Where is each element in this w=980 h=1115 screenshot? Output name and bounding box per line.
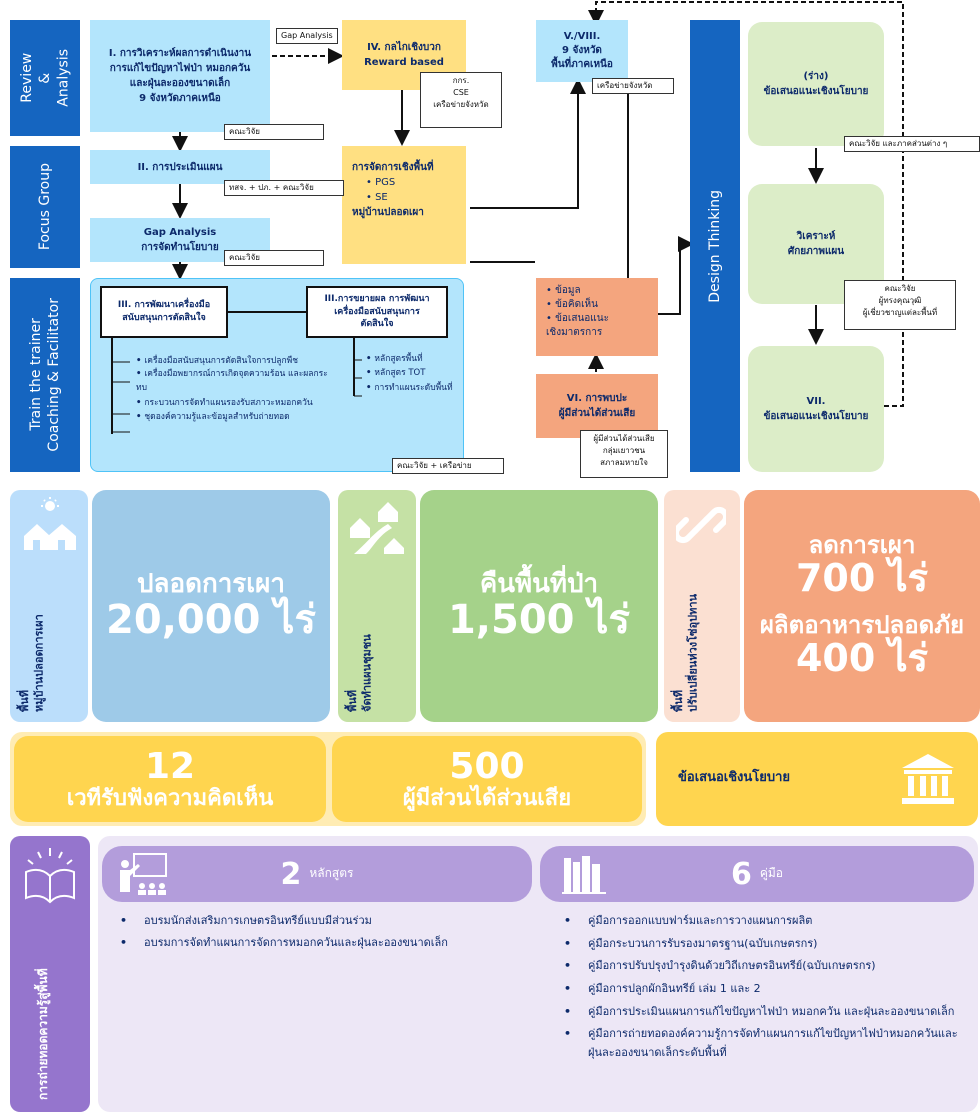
stat-label-supply-chain: พื้นที่ ปรับเปลี่ยนห่วงโซ่อุปทาน: [664, 490, 740, 722]
train-right-list: หลักสูตรพื้นที่ หลักสูตร TOT การทำแผนระด…: [366, 352, 462, 395]
phase-focus-group: Focus Group: [10, 146, 80, 268]
box-inputs: • ข้อมูล • ข้อคิดเห็น • ข้อเสนอแนะ เชิงม…: [536, 278, 658, 356]
train-left-title: III. การพัฒนาเครื่องมือ สนับสนุนการตัดสิ…: [100, 286, 228, 338]
note-research-team: คณะวิจัย: [224, 124, 324, 141]
note-research-team-2: คณะวิจัย: [224, 250, 324, 267]
knowledge-label-panel: การถ่ายทอดความรู้สู่พื้นที่: [10, 836, 90, 1112]
stat-forums-text: เวทีรับฟังความคิดเห็น: [66, 785, 274, 811]
manual-header: 6 คู่มือ: [540, 846, 974, 902]
train-right-item: หลักสูตรพื้นที่: [366, 352, 462, 366]
manual-list: คู่มือการออกแบบฟาร์มและการวางแผนการผลิต …: [556, 912, 960, 1067]
note-team-partners: คณะวิจัย และภาคส่วนต่าง ๆ: [844, 136, 980, 153]
outcomes-row: พื้นที่ หมู่บ้านปลอดการเผา ปลอดการเผา 20…: [10, 490, 980, 722]
manual-count: 6: [730, 856, 752, 892]
input-item: • ข้อเสนอแนะ เชิงมาตรการ: [546, 313, 609, 338]
box-area-management: การจัดการเชิงพื้นที่ • PGS • SE หมู่บ้าน…: [342, 146, 466, 264]
stat-no-burn-text: ปลอดการเผา: [137, 568, 285, 599]
train-left-item: เครื่องมือพยากรณ์การเกิดจุดความร้อน และผ…: [136, 368, 336, 395]
course-item: อบรมนักส่งเสริมการเกษตรอินทรีย์แบบมีส่วน…: [112, 910, 532, 932]
manual-unit: คู่มือ: [759, 866, 784, 881]
train-left-list: เครื่องมือสนับสนุนการตัดสินใจการปลูกพืช …: [136, 354, 336, 425]
course-unit: หลักสูตร: [309, 866, 354, 881]
note-gap-analysis: Gap Analysis: [276, 28, 338, 45]
area-management-item: • SE: [366, 192, 388, 203]
train-right-item: การทำแผนระดับพื้นที่: [366, 381, 462, 395]
area-management-title: การจัดการเชิงพื้นที่: [352, 162, 434, 173]
area-management-item: • PGS: [366, 177, 396, 188]
box-analysis: I. การวิเคราะห์ผลการดำเนินงาน การแก้ไขปั…: [90, 20, 270, 132]
house-icon: [24, 497, 76, 550]
manual-item: คู่มือการออกแบบฟาร์มและการวางแผนการผลิต: [556, 912, 960, 931]
manual-item: คู่มือการปรับปรุงบำรุงดินด้วยวิถีเกษตรอิ…: [556, 957, 960, 976]
stat-label-village: พื้นที่ หมู่บ้านปลอดการเผา: [10, 490, 88, 722]
note-province-network: เครือข่ายจังหวัด: [592, 78, 674, 95]
stat-label-village-text: พื้นที่ หมู่บ้านปลอดการเผา: [18, 614, 46, 712]
train-connector-lines: [111, 311, 362, 434]
stat-stakeholders-text: ผู้มีส่วนได้ส่วนเสีย: [402, 785, 572, 811]
manual-item: คู่มือการประเมินแผนการแก้ไขปัญหาไฟป่า หม…: [556, 1003, 960, 1022]
note-research-network: คณะวิจัย + เครือข่าย: [392, 458, 504, 475]
knowledge-label-text: การถ่ายทอดความรู้สู่พื้นที่: [36, 968, 50, 1100]
stat-stakeholders: 500 ผู้มีส่วนได้ส่วนเสีย: [332, 736, 642, 822]
stat-stakeholders-value: 500: [449, 746, 525, 788]
policy-card-text: ข้อเสนอเชิงนโยบาย: [678, 770, 791, 785]
government-building-icon: [902, 754, 954, 804]
stat-forums: 12 เวทีรับฟังความคิดเห็น: [14, 736, 326, 822]
stat-reforestation-value: 1,500 ไร่: [447, 597, 631, 644]
manual-item: คู่มือกระบวนการรับรองมาตรฐาน(ฉบับเกษตรกร…: [556, 935, 960, 954]
phase-design-thinking: Design Thinking: [690, 20, 740, 472]
train-left-item: กระบวนการจัดทำแผนรองรับสภาวะหมอกควัน: [136, 396, 336, 410]
course-list: อบรมนักส่งเสริมการเกษตรอินทรีย์แบบมีส่วน…: [112, 910, 532, 954]
course-item: อบรมการจัดทำแผนการจัดการหมอกควันและฝุ่นล…: [112, 932, 532, 954]
stat-reduce-burning-value: 700 ไร่: [795, 556, 929, 601]
stat-reduce-burning: ลดการเผา 700 ไร่ ผลิตอาหารปลอดภัย 400 ไร…: [744, 490, 980, 722]
stat-reforestation-text: คืนพื้นที่ป่า: [479, 568, 599, 599]
course-count: 2: [280, 856, 302, 892]
road-village-icon: [350, 502, 404, 554]
stat-no-burn-value: 20,000 ไร่: [106, 597, 316, 644]
chain-link-icon: [676, 506, 726, 544]
note-reward-partners: กกร. CSE เครือข่ายจังหวัด: [420, 72, 502, 128]
stat-forums-value: 12: [144, 746, 196, 788]
phase-train-trainer: Train the trainer Coaching & Facilitator: [10, 278, 80, 472]
input-item: • ข้อมูล: [546, 285, 581, 296]
box-draft-policy: (ร่าง) ข้อเสนอแนะเชิงนโยบาย: [748, 22, 884, 146]
note-agencies: ทสจ. + ปภ. + คณะวิจัย: [224, 180, 344, 197]
train-right-title: III.การขยายผล การพัฒนา เครื่องมือสนับสนุ…: [306, 286, 448, 338]
box-plan-evaluation: II. การประเมินแผน: [90, 150, 270, 184]
stat-label-community: พื้นที่ จัดทำแผนชุมชน: [338, 490, 416, 722]
area-management-footer: หมู่บ้านปลอดเผา: [352, 207, 424, 218]
train-left-item: ชุดองค์ความรู้และข้อมูลสำหรับถ่ายทอด: [136, 410, 336, 424]
input-item: • ข้อคิดเห็น: [546, 299, 598, 310]
course-header: 2 หลักสูตร: [102, 846, 532, 902]
note-stakeholders: ผู้มีส่วนได้ส่วนเสีย กลุ่มเยาวชน สภาลมหา…: [580, 430, 668, 478]
train-right-item: หลักสูตร TOT: [366, 366, 462, 380]
manual-item: คู่มือการถ่ายทอดองค์ความรู้การจัดทำแผนกา…: [556, 1025, 960, 1062]
stat-reduce-burning-text: ลดการเผา: [808, 530, 916, 559]
stat-reforestation: คืนพื้นที่ป่า 1,500 ไร่: [420, 490, 658, 722]
policy-card: ข้อเสนอเชิงนโยบาย: [656, 732, 978, 826]
process-diagram: Review & Analysis Focus Group Train the …: [0, 0, 980, 478]
note-experts: คณะวิจัย ผู้ทรงคุณวุฒิ ผู้เชี่ยวชาญแต่ละ…: [844, 280, 956, 330]
train-left-item: เครื่องมือสนับสนุนการตัดสินใจการปลูกพืช: [136, 354, 336, 368]
stat-label-community-text: พื้นที่ จัดทำแผนชุมชน: [346, 634, 374, 712]
books-icon: [562, 856, 606, 894]
box-stakeholder-meeting: VI. การพบปะ ผู้มีส่วนได้ส่วนเสีย: [536, 374, 658, 438]
manual-item: คู่มือการปลูกผักอินทรีย์ เล่ม 1 และ 2: [556, 980, 960, 999]
stat-safe-food-value: 400 ไร่: [795, 636, 929, 681]
open-book-icon: [25, 848, 75, 904]
box-policy-recommendation: VII. ข้อเสนอแนะเชิงนโยบาย: [748, 346, 884, 472]
stat-label-supply-chain-text: พื้นที่ ปรับเปลี่ยนห่วงโซ่อุปทาน: [672, 593, 700, 712]
stat-no-burn: ปลอดการเผา 20,000 ไร่: [92, 490, 330, 722]
phase-review: Review & Analysis: [10, 20, 80, 136]
stat-safe-food-text: ผลิตอาหารปลอดภัย: [759, 611, 965, 639]
teacher-icon: [120, 853, 167, 895]
box-nine-provinces: V./VIII. 9 จังหวัด พื้นที่ภาคเหนือ: [536, 20, 628, 82]
